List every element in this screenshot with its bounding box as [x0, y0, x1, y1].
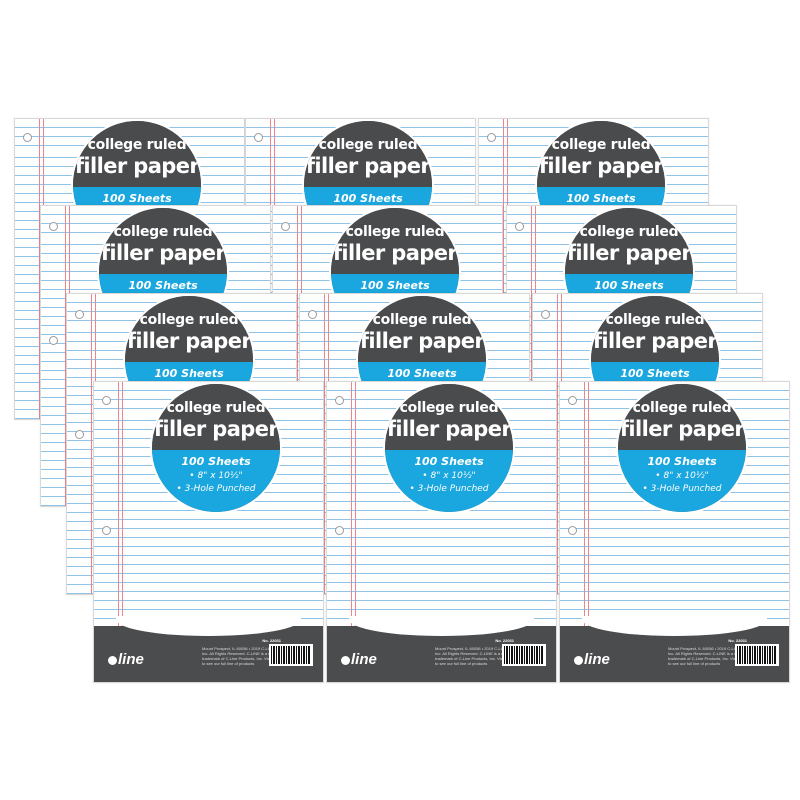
badge-sheet-count: 100 Sheets	[360, 279, 430, 292]
badge-title-line2: filler paper	[126, 329, 252, 353]
punch-hole	[75, 430, 84, 439]
badge-sheet-count: 100 Sheets	[154, 367, 224, 380]
badge-title-line1: college ruled	[139, 312, 239, 328]
badge-sheet-count: 100 Sheets	[566, 192, 636, 205]
item-number: No. 22031	[728, 638, 747, 643]
badge-holes: • 3-Hole Punched	[409, 484, 489, 494]
punch-hole	[254, 133, 263, 142]
barcode-icon	[269, 644, 313, 666]
badge-sheet-count: 100 Sheets	[414, 455, 484, 468]
badge-title-line2: filler paper	[566, 241, 692, 265]
badge-sheet-count: 100 Sheets	[128, 279, 198, 292]
fine-print: Mount Prospect, IL 60056 • 2019 C-Line P…	[435, 646, 527, 666]
fine-print: Mount Prospect, IL 60056 • 2019 C-Line P…	[668, 646, 760, 666]
badge-size: • 8" x 10½"	[655, 471, 709, 481]
punch-hole	[541, 310, 550, 319]
badge-title-line1: college ruled	[632, 400, 732, 416]
badge-title-line1: college ruled	[399, 400, 499, 416]
punch-hole	[515, 222, 524, 231]
badge-sheet-count: 100 Sheets	[647, 455, 717, 468]
paper-pack: college ruled filler paper 100 Sheets • …	[326, 381, 557, 683]
punch-hole	[487, 133, 496, 142]
badge-sheet-count: 100 Sheets	[333, 192, 403, 205]
punch-hole	[102, 526, 111, 535]
barcode-icon	[502, 644, 546, 666]
badge-title-line2: filler paper	[619, 417, 745, 441]
badge-title-line1: college ruled	[318, 137, 418, 153]
badge-size: • 8" x 10½"	[189, 471, 243, 481]
product-badge: college ruled filler paper 100 Sheets • …	[152, 384, 280, 512]
pack-footer: line Mount Prospect, IL 60056 • 2019 C-L…	[560, 616, 789, 682]
paper-pack: college ruled filler paper 100 Sheets • …	[93, 381, 324, 683]
badge-holes: • 3-Hole Punched	[176, 484, 256, 494]
badge-title-line2: filler paper	[332, 241, 458, 265]
pack-footer: line Mount Prospect, IL 60056 • 2019 C-L…	[94, 616, 323, 682]
item-number: No. 22031	[495, 638, 514, 643]
badge-holes: • 3-Hole Punched	[642, 484, 722, 494]
badge-title-line2: filler paper	[305, 154, 431, 178]
badge-sheet-count: 100 Sheets	[387, 367, 457, 380]
badge-sheet-count: 100 Sheets	[181, 455, 251, 468]
punch-hole	[308, 310, 317, 319]
brand-logo: line	[574, 651, 610, 668]
punch-hole	[49, 336, 58, 345]
product-badge: college ruled filler paper 100 Sheets • …	[385, 384, 513, 512]
punch-hole	[335, 526, 344, 535]
badge-title-line2: filler paper	[538, 154, 664, 178]
badge-title-line1: college ruled	[579, 224, 679, 240]
pack-footer: line Mount Prospect, IL 60056 • 2019 C-L…	[327, 616, 556, 682]
badge-title-line1: college ruled	[166, 400, 266, 416]
badge-size: • 8" x 10½"	[422, 471, 476, 481]
badge-title-line2: filler paper	[153, 417, 279, 441]
punch-hole	[335, 396, 344, 405]
item-number: No. 22031	[262, 638, 281, 643]
badge-sheet-count: 100 Sheets	[102, 192, 172, 205]
brand-logo: line	[341, 651, 377, 668]
badge-sheet-count: 100 Sheets	[620, 367, 690, 380]
badge-title-line1: college ruled	[605, 312, 705, 328]
badge-title-line1: college ruled	[113, 224, 213, 240]
fine-print: Mount Prospect, IL 60056 • 2019 C-Line P…	[202, 646, 294, 666]
punch-hole	[568, 396, 577, 405]
badge-title-line1: college ruled	[551, 137, 651, 153]
badge-title-line1: college ruled	[345, 224, 445, 240]
brand-logo: line	[108, 651, 144, 668]
badge-title-line2: filler paper	[386, 417, 512, 441]
punch-hole	[75, 310, 84, 319]
punch-hole	[281, 222, 290, 231]
barcode-icon	[735, 644, 779, 666]
badge-sheet-count: 100 Sheets	[594, 279, 664, 292]
badge-title-line1: college ruled	[372, 312, 472, 328]
badge-title-line2: filler paper	[74, 154, 200, 178]
punch-hole	[23, 133, 32, 142]
badge-title-line2: filler paper	[359, 329, 485, 353]
badge-title-line1: college ruled	[87, 137, 187, 153]
badge-title-line2: filler paper	[592, 329, 718, 353]
paper-pack: college ruled filler paper 100 Sheets • …	[559, 381, 790, 683]
badge-title-line2: filler paper	[100, 241, 226, 265]
punch-hole	[102, 396, 111, 405]
punch-hole	[568, 526, 577, 535]
punch-hole	[49, 222, 58, 231]
product-badge: college ruled filler paper 100 Sheets • …	[618, 384, 746, 512]
